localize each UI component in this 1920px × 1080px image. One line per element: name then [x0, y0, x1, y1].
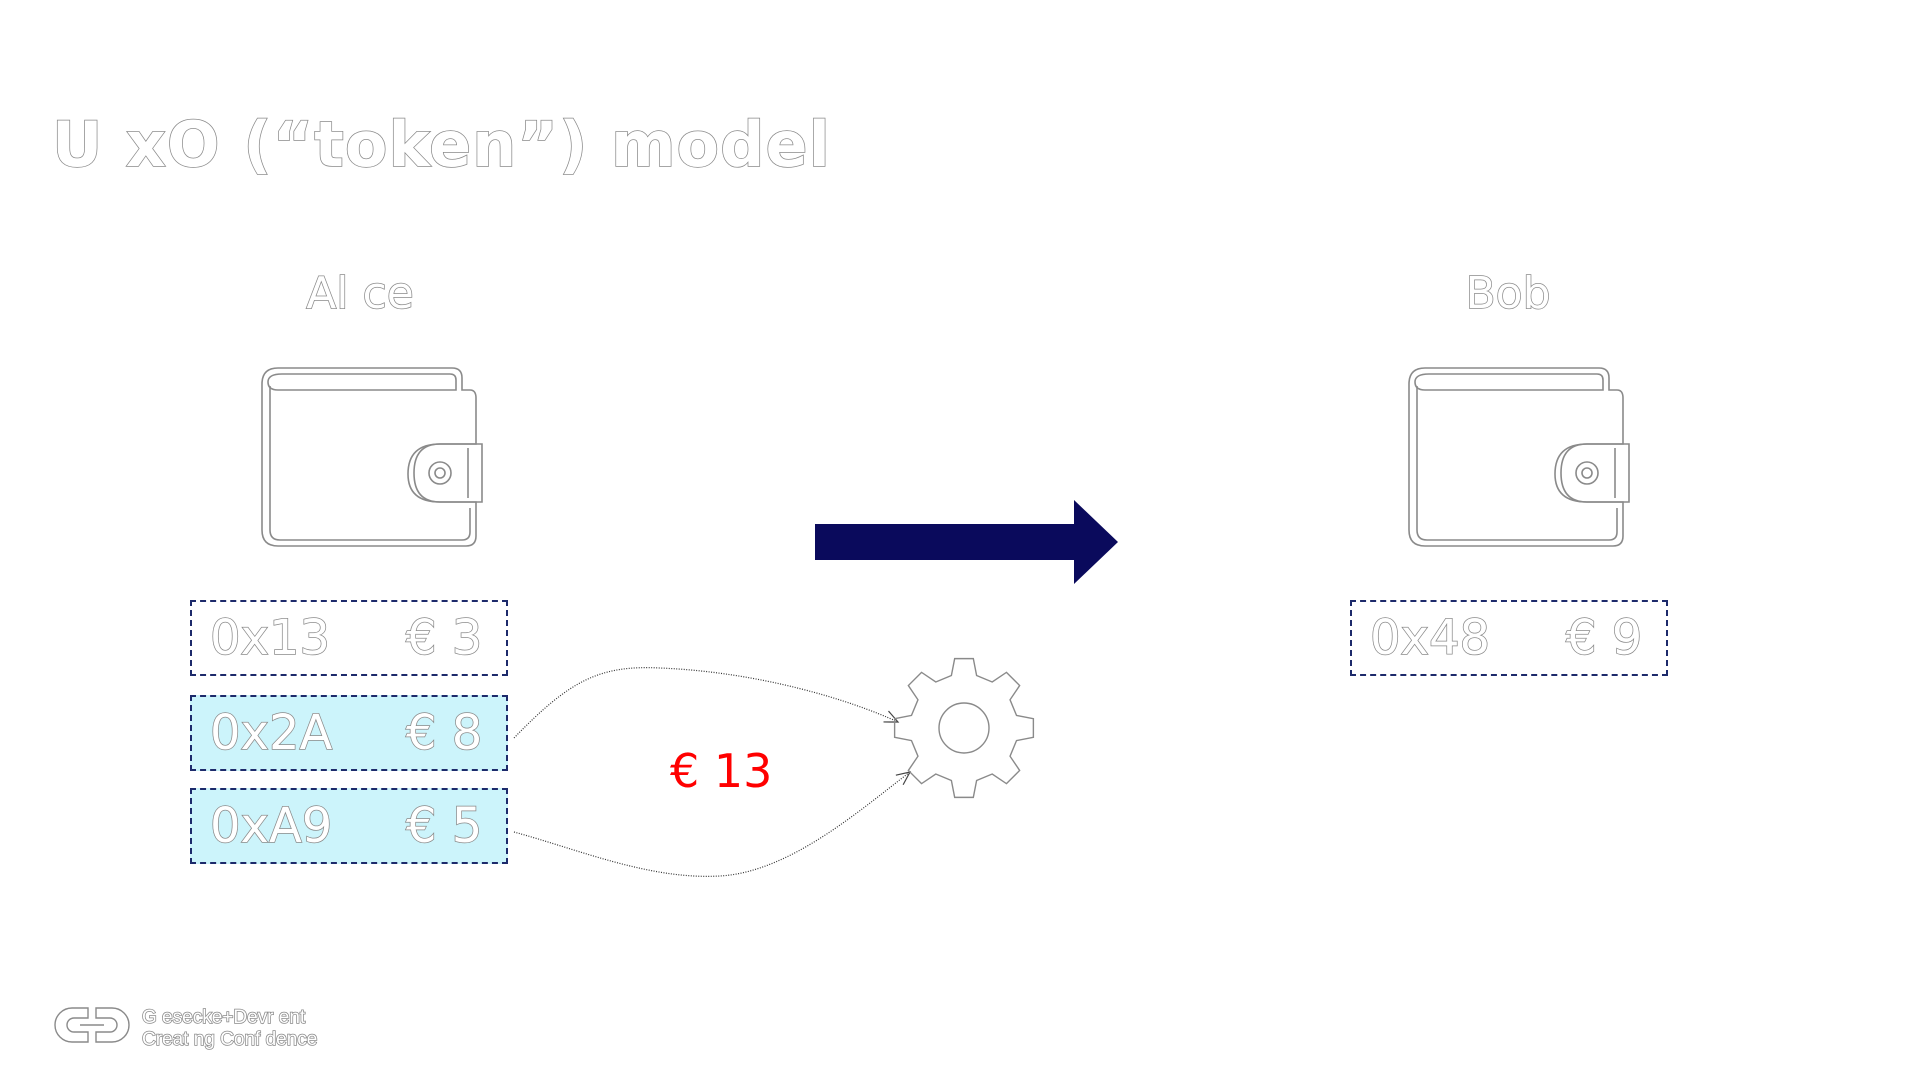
token-id: 0x48	[1369, 609, 1491, 667]
wallet-icon	[261, 367, 483, 547]
token-box-selected: 0xA9 € 5	[190, 788, 508, 864]
token-value: € 3	[405, 609, 483, 667]
token-box: 0x13 € 3	[190, 600, 508, 676]
token-value: € 9	[1565, 609, 1643, 667]
company-tagline: Creat ng Conf dence	[141, 1028, 318, 1051]
bob-label: Bob	[1465, 267, 1552, 320]
gd-logo-icon	[54, 1007, 130, 1043]
token-value: € 5	[405, 797, 483, 855]
token-id: 0x2A	[209, 704, 333, 762]
token-box: 0x48 € 9	[1350, 600, 1668, 676]
alice-label: Al ce	[305, 267, 414, 320]
transfer-arrow-icon	[815, 500, 1118, 584]
transaction-sum: € 13	[670, 744, 773, 798]
token-value: € 8	[405, 704, 483, 762]
flow-curve	[513, 667, 900, 739]
company-branding: G esecke+Devr ent Creat ng Conf dence	[141, 1006, 318, 1051]
token-id: 0xA9	[209, 797, 333, 855]
token-id: 0x13	[209, 609, 331, 667]
company-name: G esecke+Devr ent	[141, 1006, 306, 1029]
flow-curve	[513, 771, 912, 877]
wallet-icon	[1408, 367, 1630, 547]
slide-title: U xO (“token”) model	[51, 107, 831, 182]
gear-icon	[893, 657, 1035, 799]
token-box-selected: 0x2A € 8	[190, 695, 508, 771]
